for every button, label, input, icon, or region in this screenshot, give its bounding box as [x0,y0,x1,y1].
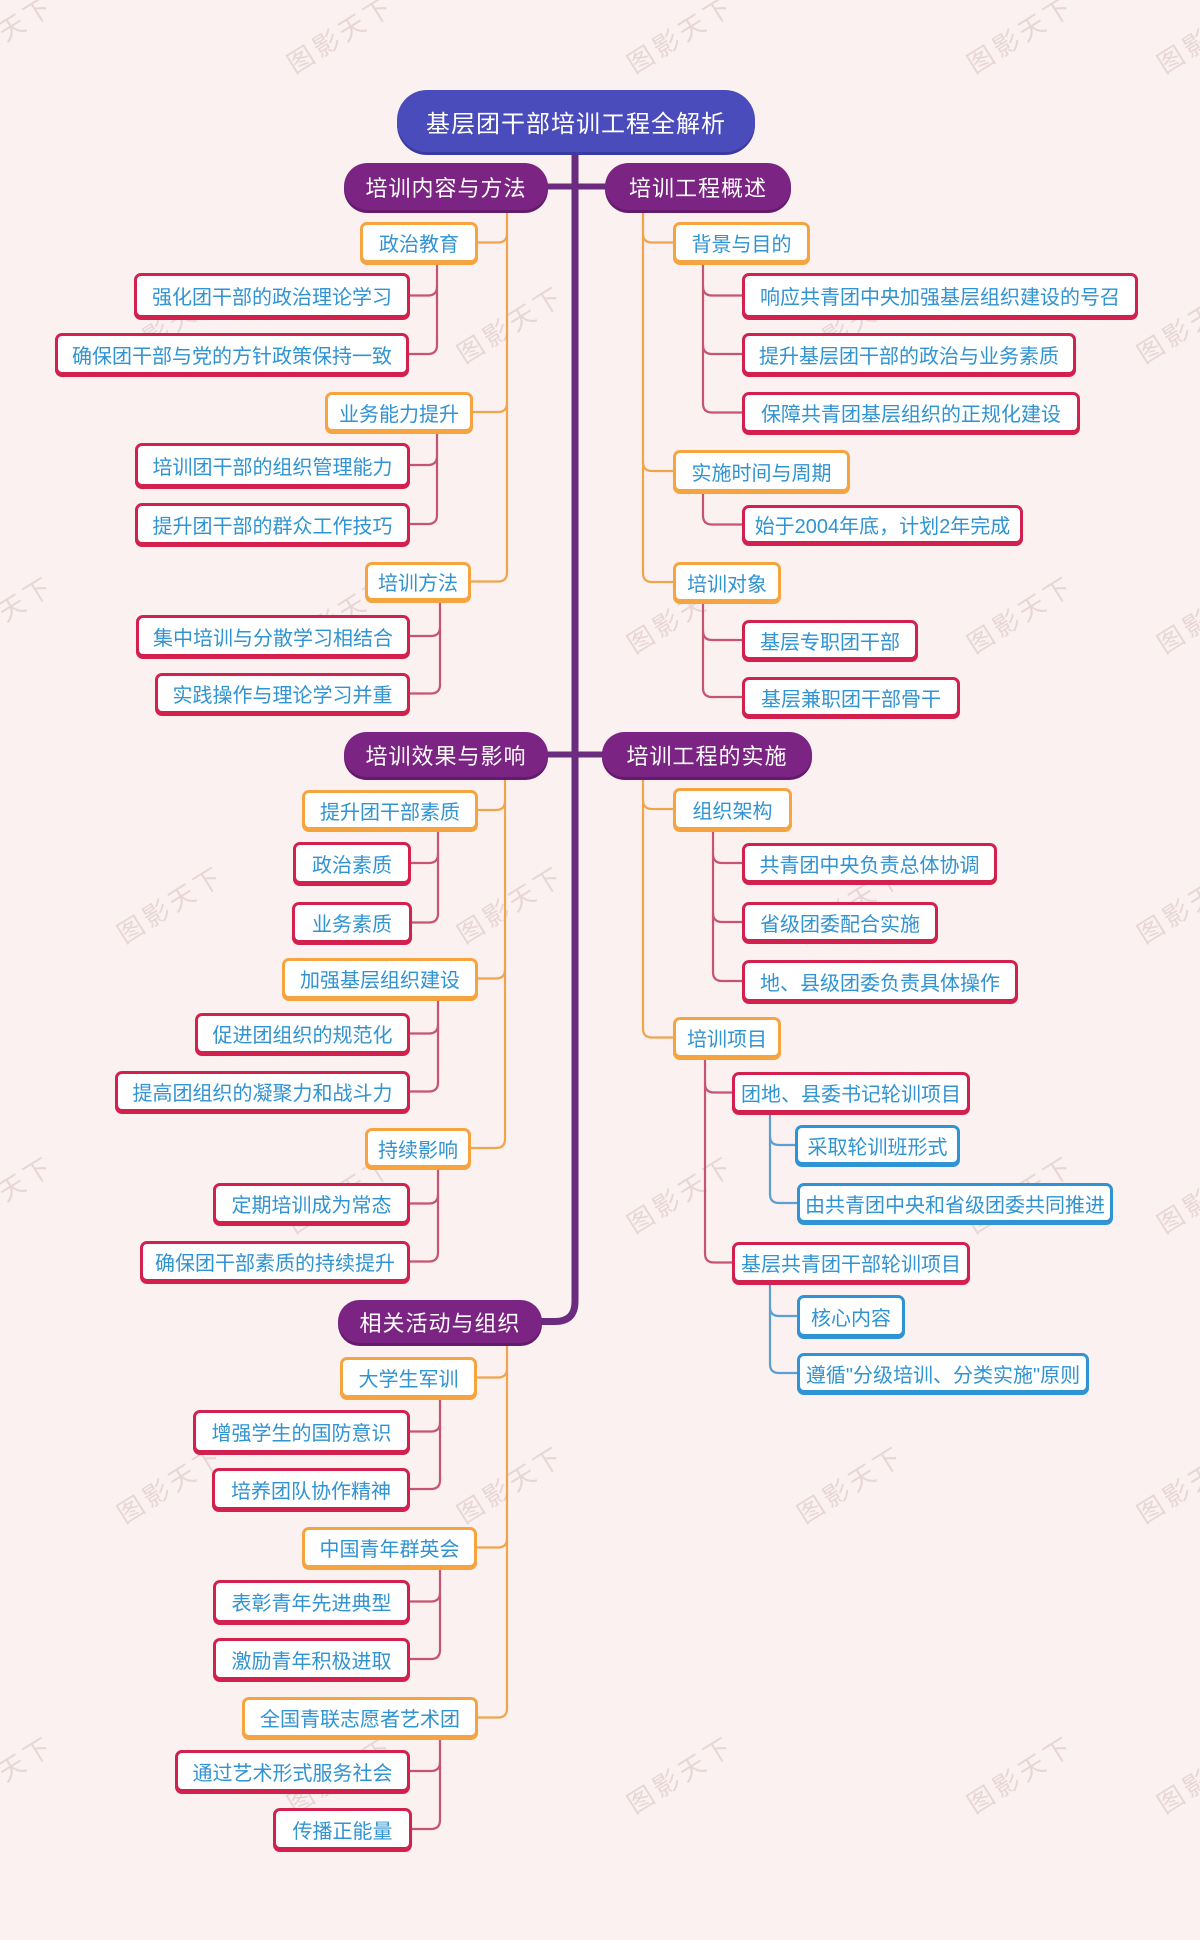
node-ywnl[interactable]: 业务能力提升 [325,392,473,432]
node-hxnr[interactable]: 核心内容 [797,1295,905,1337]
node-zzjg[interactable]: 组织架构 [673,788,792,830]
node-ygqt[interactable]: 由共青团中央和省级团委共同推进 [797,1183,1113,1223]
node-sjtw[interactable]: 省级团委配合实施 [742,902,938,942]
node-zzsz[interactable]: 政治素质 [293,842,411,884]
node-b1r[interactable]: 培训工程概述 [605,163,791,210]
connector-line [703,1252,734,1264]
node-sssj[interactable]: 实施时间与周期 [673,450,850,492]
connector-line [410,1818,442,1831]
connector-line [768,1192,799,1205]
node-ywsz[interactable]: 业务素质 [292,902,412,943]
node-qb2[interactable]: 确保团干部素质的持续提升 [140,1241,410,1282]
node-pxtu[interactable]: 培训团干部的组织管理能力 [135,443,410,487]
node-tgys[interactable]: 通过艺术形式服务社会 [175,1750,410,1792]
node-pxxm[interactable]: 培训项目 [673,1017,781,1058]
node-zgqn[interactable]: 中国青年群英会 [302,1527,477,1568]
node-cxyx[interactable]: 持续影响 [365,1128,471,1168]
connector-line [410,912,440,924]
node-cj[interactable]: 促进团组织的规范化 [195,1013,410,1054]
connector-line [469,1137,507,1150]
node-jzhi[interactable]: 基层兼职团干部骨干 [742,677,960,717]
node-qb1[interactable]: 确保团干部与党的方针政策保持一致 [55,333,409,375]
node-tssz[interactable]: 提升团干部素质 [302,790,478,830]
node-jl[interactable]: 激励青年积极进取 [213,1638,410,1680]
node-pxff[interactable]: 培训方法 [365,562,471,601]
node-cbzn[interactable]: 传播正能量 [273,1808,412,1850]
node-sy2004[interactable]: 始于2004年底，计划2年完成 [742,505,1023,544]
node-tg[interactable]: 提高团组织的凝聚力和战斗力 [115,1071,410,1112]
node-dxsjx[interactable]: 大学生军训 [340,1357,477,1398]
connector-line [534,142,579,1325]
connector-line [408,1648,442,1661]
connector-line [408,513,439,526]
node-sj[interactable]: 实践操作与理论学习并重 [155,673,410,714]
node-jz[interactable]: 集中培训与分散学习相结合 [136,615,410,657]
node-b1l[interactable]: 培训内容与方法 [344,163,548,210]
connector-line [701,402,744,414]
node-py[interactable]: 培养团队协作精神 [212,1468,410,1510]
connector-line [701,514,744,526]
node-bz[interactable]: 保障共青团基层组织的正规化建设 [742,392,1080,433]
node-dq[interactable]: 定期培训成为常态 [213,1183,410,1224]
node-tsjc[interactable]: 提升基层团干部的政治与业务素质 [742,333,1076,375]
node-bjmd[interactable]: 背景与目的 [673,222,810,263]
connector-line [711,970,744,983]
node-jcgqt[interactable]: 基层共青团干部轮训项目 [732,1242,970,1283]
node-pxdx[interactable]: 培训对象 [673,562,781,602]
node-zx[interactable]: 遵循"分级培训、分类实施"原则 [797,1353,1089,1393]
node-zq[interactable]: 增强学生的国防意识 [193,1410,410,1453]
node-gqt[interactable]: 共青团中央负责总体协调 [742,843,997,883]
node-bzh[interactable]: 表彰青年先进典型 [213,1580,410,1623]
connector-line [641,571,675,584]
node-b3l[interactable]: 相关活动与组织 [338,1300,542,1343]
connector-line [768,1362,799,1375]
connector-line [469,571,509,583]
node-qgql[interactable]: 全国青联志愿者艺术团 [242,1697,478,1738]
connector-line [408,1478,442,1491]
node-td[interactable]: 团地、县委书记轮训项目 [732,1072,970,1113]
node-tstu[interactable]: 提升团干部的群众工作技巧 [135,503,410,545]
connector-line [476,1707,509,1719]
node-b2r[interactable]: 培训工程的实施 [602,732,812,777]
node-xy[interactable]: 响应共青团中央加强基层组织建设的号召 [742,273,1138,318]
connector-line [408,683,442,695]
node-dxj[interactable]: 地、县级团委负责具体操作 [742,960,1018,1002]
root-node-title[interactable]: 基层团干部培训工程全解析 [397,90,755,152]
node-b2l[interactable]: 培训效果与影响 [344,732,548,777]
node-zzjy[interactable]: 政治教育 [360,222,478,263]
node-cq[interactable]: 采取轮训班形式 [795,1125,960,1165]
connector-line [408,1081,440,1093]
connector-line [407,343,439,356]
node-jqjc[interactable]: 加强基层组织建设 [282,958,478,999]
connector-line [641,1027,675,1039]
node-qh[interactable]: 强化团干部的政治理论学习 [134,273,410,318]
connector-line [408,1251,440,1263]
node-zzhi[interactable]: 基层专职团干部 [742,620,918,660]
connector-line [701,686,744,699]
